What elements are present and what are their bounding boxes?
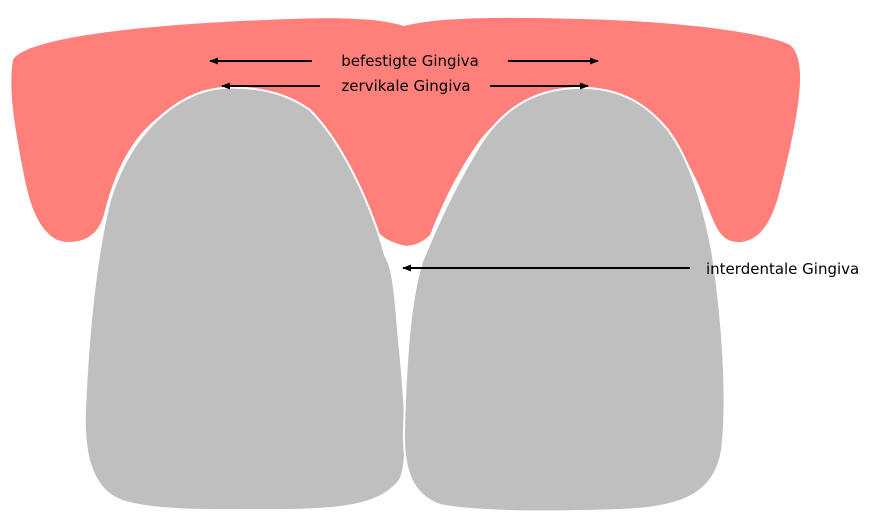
label-zervikale-gingiva: zervikale Gingiva bbox=[341, 77, 470, 95]
label-befestigte-gingiva: befestigte Gingiva bbox=[341, 52, 479, 70]
label-interdentale-gingiva: interdentale Gingiva bbox=[706, 260, 859, 278]
